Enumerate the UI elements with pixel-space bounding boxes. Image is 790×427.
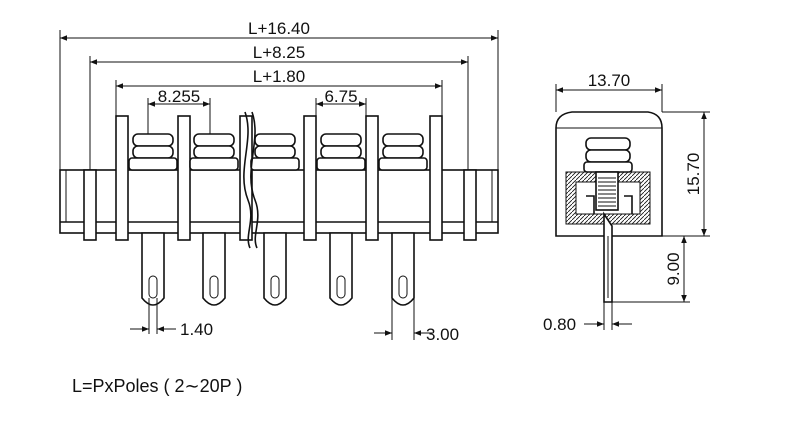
dim-barrier-pitch: 8.255 (147, 87, 211, 134)
pins (141, 232, 415, 306)
pin-length-label: 9.00 (664, 252, 683, 285)
screw-pitch-label: 6.75 (324, 87, 357, 106)
pin-3 (263, 232, 287, 306)
overall-length-label: L+16.40 (248, 19, 310, 38)
pin-thickness-label: 0.80 (543, 315, 576, 334)
dim-pin-diameter: 1.40 (130, 298, 213, 339)
dim-screw-pitch: 6.75 (315, 87, 367, 134)
pin-diameter-label: 1.40 (180, 320, 213, 339)
screw-2 (189, 133, 239, 171)
side-width-label: 13.70 (588, 71, 631, 90)
side-view: 13.70 15.70 9.00 0.80 (543, 71, 710, 334)
dim-overall-length: L+16.40 (59, 19, 499, 170)
front-view: L+16.40 L+8.25 L+1.80 8.255 (59, 19, 499, 344)
screws (128, 133, 428, 171)
pin-5 (391, 232, 415, 306)
dim-pin-length: 9.00 (612, 236, 690, 303)
pin-1 (141, 232, 165, 306)
pin-4 (329, 232, 353, 306)
poles-note: L=PxPoles ( 2∼20P ) (72, 376, 243, 396)
screw-3 (250, 133, 300, 171)
dim-pin-spacing: 3.00 (374, 298, 459, 344)
screw-4 (316, 133, 366, 171)
screw-1 (128, 133, 178, 171)
middle-length-label: L+8.25 (253, 43, 305, 62)
screw-5 (378, 133, 428, 171)
barrier-pitch-label: 8.255 (158, 87, 201, 106)
inner-length-label: L+1.80 (253, 67, 305, 86)
dim-side-height: 15.70 (662, 111, 710, 237)
side-height-label: 15.70 (684, 153, 703, 196)
break-line (243, 111, 252, 249)
barriers (83, 115, 477, 241)
pin-spacing-label: 3.00 (426, 325, 459, 344)
pin-2 (202, 232, 226, 306)
dim-middle-length: L+8.25 (89, 43, 469, 170)
dim-inner-length: L+1.80 (115, 67, 443, 116)
dim-pin-thickness: 0.80 (543, 302, 632, 334)
dim-side-width: 13.70 (555, 71, 663, 112)
